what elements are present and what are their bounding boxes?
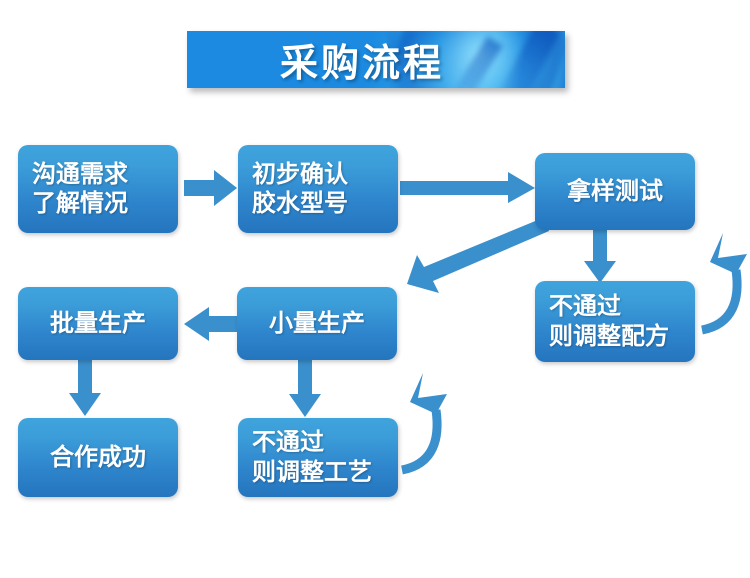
node-line-2: 则调整配方 [549, 321, 669, 350]
node-adjust-process-if-failed[interactable]: 不通过 则调整工艺 [238, 418, 398, 497]
node-line-1: 初步确认 [252, 159, 348, 188]
node-line-1: 小量生产 [269, 308, 365, 337]
node-line-2: 胶水型号 [252, 189, 348, 217]
arrow-n4-to-n3 [692, 212, 748, 335]
arrow-n7-to-n5 [392, 352, 448, 475]
arrow-n5-to-n6 [183, 306, 241, 342]
node-sample-testing[interactable]: 拿样测试 [535, 153, 695, 230]
title-banner: 采购流程 [187, 31, 565, 88]
arrow-n3-to-n4 [583, 229, 617, 284]
page-title: 采购流程 [279, 41, 444, 85]
node-line-1: 不通过 [252, 428, 324, 457]
node-confirm-glue-model[interactable]: 初步确认 胶水型号 [238, 145, 398, 233]
arrow-n5-to-n7 [288, 360, 322, 418]
node-line-1: 批量生产 [50, 308, 146, 337]
node-mass-production[interactable]: 批量生产 [18, 287, 178, 360]
arrow-n6-to-n8 [68, 359, 102, 417]
node-line-2: 则调整工艺 [252, 457, 372, 486]
arrow-n3-to-n5 [405, 215, 550, 295]
node-line-1: 沟通需求 [32, 159, 128, 188]
node-line-1: 合作成功 [50, 442, 146, 471]
node-line-1: 不通过 [549, 292, 621, 321]
node-line-1: 拿样测试 [567, 176, 663, 205]
arrow-n2-to-n3 [400, 172, 536, 204]
node-cooperation-success[interactable]: 合作成功 [18, 418, 178, 497]
node-adjust-formula-if-failed[interactable]: 不通过 则调整配方 [535, 281, 695, 362]
node-communicate-requirements[interactable]: 沟通需求 了解情况 [18, 145, 178, 233]
arrow-n1-to-n2 [184, 169, 238, 207]
node-small-batch-production[interactable]: 小量生产 [237, 287, 397, 360]
node-line-2: 了解情况 [32, 189, 128, 217]
